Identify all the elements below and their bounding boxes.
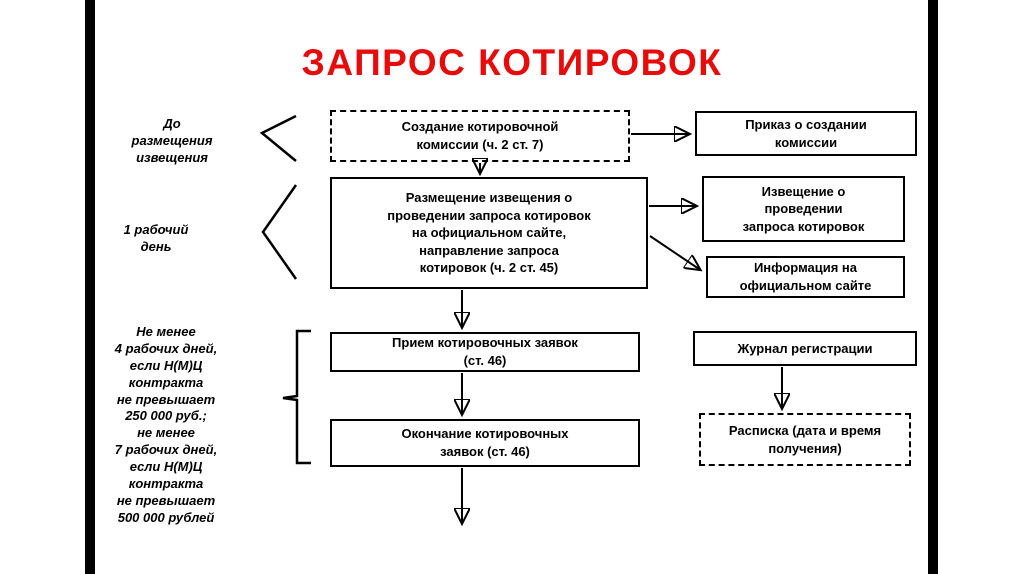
timeline-label-before-notice: До размещения извещения [131, 116, 213, 165]
bracket-deadlines [282, 329, 311, 465]
step-publish-notice: Размещение извещения о проведении запрос… [330, 177, 648, 289]
bracket-one-working-day [261, 184, 298, 280]
slide-right-border [928, 0, 938, 574]
doc-notice: Извещение о проведении запроса котировок [702, 176, 905, 242]
bracket-before-notice [259, 114, 297, 162]
step-create-commission: Создание котировочной комиссии (ч. 2 ст.… [330, 110, 630, 162]
doc-receipt: Расписка (дата и время получения) [699, 413, 911, 466]
slide-left-border [85, 0, 95, 574]
step-end-applications: Окончание котировочных заявок (ст. 46) [330, 419, 640, 467]
arrow-publish-to-site-info [649, 235, 699, 269]
timeline-label-deadlines: Не менее 4 рабочих дней, если Н(М)Ц конт… [114, 324, 218, 525]
doc-commission-order: Приказ о создании комиссии [695, 111, 917, 156]
doc-registration-journal: Журнал регистрации [693, 331, 917, 366]
timeline-label-one-working-day: 1 рабочий день [123, 222, 189, 254]
page-title: ЗАПРОС КОТИРОВОК [301, 42, 723, 83]
step-accept-applications: Прием котировочных заявок (ст. 46) [330, 332, 640, 372]
doc-site-info: Информация на официальном сайте [706, 256, 905, 298]
